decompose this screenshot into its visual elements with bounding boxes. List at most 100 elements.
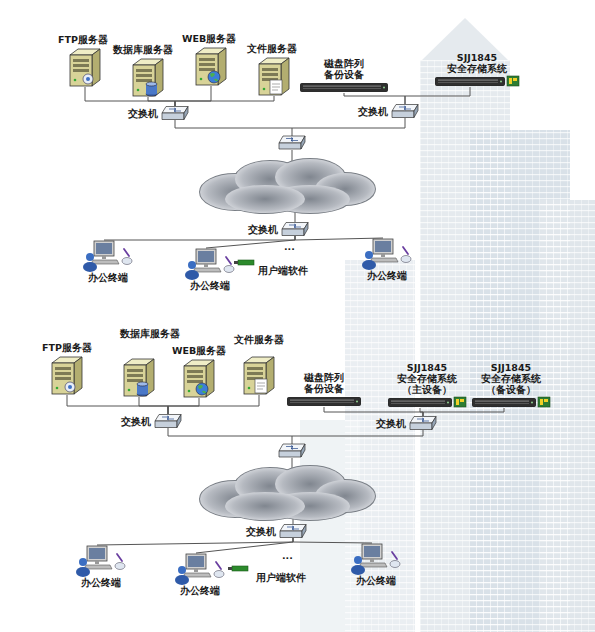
vendor-logo-mark bbox=[456, 399, 459, 405]
drive-bay bbox=[127, 379, 143, 382]
switch-node: 交换机 bbox=[128, 106, 188, 120]
drive-bay bbox=[73, 64, 89, 67]
terminal-icon bbox=[359, 238, 415, 268]
switch-icon bbox=[162, 106, 188, 120]
network-link bbox=[67, 395, 168, 414]
node-label: 文件服务器 bbox=[234, 334, 284, 345]
core-switch bbox=[279, 136, 305, 149]
vendor-logo-mark bbox=[513, 78, 517, 81]
keyboard bbox=[183, 573, 211, 577]
drive-bay bbox=[136, 69, 152, 72]
network-link bbox=[139, 397, 168, 414]
terminal-icon bbox=[73, 545, 129, 575]
ftp-disc-center bbox=[86, 77, 90, 81]
user-head bbox=[365, 251, 373, 259]
office-terminal-node: 办公终端 bbox=[80, 240, 136, 283]
user-body bbox=[175, 575, 189, 585]
monitor-stand bbox=[102, 256, 106, 259]
switch-arrows bbox=[287, 526, 299, 530]
rack-chassis bbox=[301, 84, 388, 92]
monitor-screen bbox=[89, 548, 105, 559]
usb-plug bbox=[234, 261, 238, 264]
drive-bay bbox=[127, 369, 143, 372]
server-side bbox=[92, 49, 100, 86]
node-label: 办公终端 bbox=[359, 270, 415, 281]
drive-bay bbox=[262, 73, 278, 76]
drive-bay bbox=[187, 380, 203, 383]
switch-top bbox=[155, 415, 181, 422]
rack-led bbox=[500, 81, 502, 83]
switch-node: 交换机 bbox=[358, 104, 418, 118]
monitor bbox=[94, 241, 114, 256]
drive-bay bbox=[199, 68, 215, 71]
user-body bbox=[76, 567, 90, 577]
node-label: 交换机 bbox=[376, 418, 410, 429]
server-icon bbox=[194, 46, 228, 86]
rack-chassis bbox=[288, 398, 361, 406]
server-icon bbox=[242, 355, 276, 395]
switch-arrows bbox=[417, 418, 429, 422]
annotation-label: 用户端软件 bbox=[258, 265, 308, 276]
tower bbox=[345, 260, 415, 632]
server-node: 数据库服务器 bbox=[113, 44, 173, 97]
server-icon bbox=[182, 358, 216, 398]
office-terminal-node: 办公终端 bbox=[172, 553, 228, 596]
switch-side bbox=[414, 105, 418, 118]
drive-bay bbox=[199, 63, 215, 66]
switch-side bbox=[304, 223, 308, 236]
switch-side bbox=[184, 107, 188, 120]
switch-front bbox=[280, 531, 302, 538]
server-node: FTP服务器 bbox=[42, 342, 92, 395]
switch-top bbox=[410, 417, 436, 424]
network-link bbox=[196, 538, 293, 553]
switch-side bbox=[302, 525, 306, 538]
rack-led bbox=[383, 87, 385, 89]
rack-device-icon bbox=[472, 398, 550, 408]
switch-front bbox=[392, 111, 414, 118]
user-head bbox=[178, 566, 186, 574]
tower bbox=[540, 200, 595, 632]
server-icon bbox=[50, 355, 84, 395]
monitor-screen bbox=[364, 546, 380, 557]
vendor-logo bbox=[454, 397, 466, 407]
server-node: WEB服务器 bbox=[182, 33, 236, 86]
core-switch bbox=[279, 444, 305, 457]
rack-device-icon bbox=[435, 77, 519, 87]
tower-windows bbox=[540, 200, 595, 632]
office-terminal-node: 办公终端 bbox=[182, 248, 238, 291]
network-cloud bbox=[200, 159, 375, 213]
rack-stripe bbox=[391, 401, 445, 402]
db-cylinder-top bbox=[146, 82, 157, 86]
monitor-stand bbox=[370, 559, 374, 562]
switch-top bbox=[162, 107, 188, 114]
drive-bay bbox=[247, 367, 263, 370]
keyboard bbox=[193, 268, 221, 272]
network-link bbox=[344, 93, 405, 104]
ftp-disc bbox=[65, 382, 75, 392]
skyline-background bbox=[300, 18, 595, 632]
power-led bbox=[137, 89, 140, 92]
network-link bbox=[175, 86, 211, 106]
server-node: FTP服务器 bbox=[58, 34, 108, 87]
node-label: 交换机 bbox=[358, 106, 392, 117]
power-led bbox=[200, 78, 203, 81]
rack-stripe bbox=[290, 400, 354, 401]
storage-device-node: SJJ1845 安全存储系统 （备设备） bbox=[472, 362, 550, 408]
rack-led bbox=[447, 402, 449, 404]
terminal-icon bbox=[172, 553, 228, 583]
mouse-pad bbox=[214, 571, 224, 578]
switch-top bbox=[280, 525, 306, 532]
monitor-stand bbox=[204, 264, 208, 267]
stylus bbox=[216, 562, 221, 569]
keyboard bbox=[370, 258, 398, 262]
file-paper bbox=[255, 379, 267, 393]
user-body bbox=[185, 270, 199, 280]
server-node: 数据库服务器 bbox=[120, 328, 180, 397]
annotation-label: ... bbox=[282, 550, 293, 561]
file-lines bbox=[272, 84, 280, 90]
terminal-icon bbox=[80, 240, 136, 270]
ftp-disc bbox=[83, 74, 93, 84]
switch-front bbox=[410, 423, 432, 430]
stylus bbox=[124, 249, 129, 256]
